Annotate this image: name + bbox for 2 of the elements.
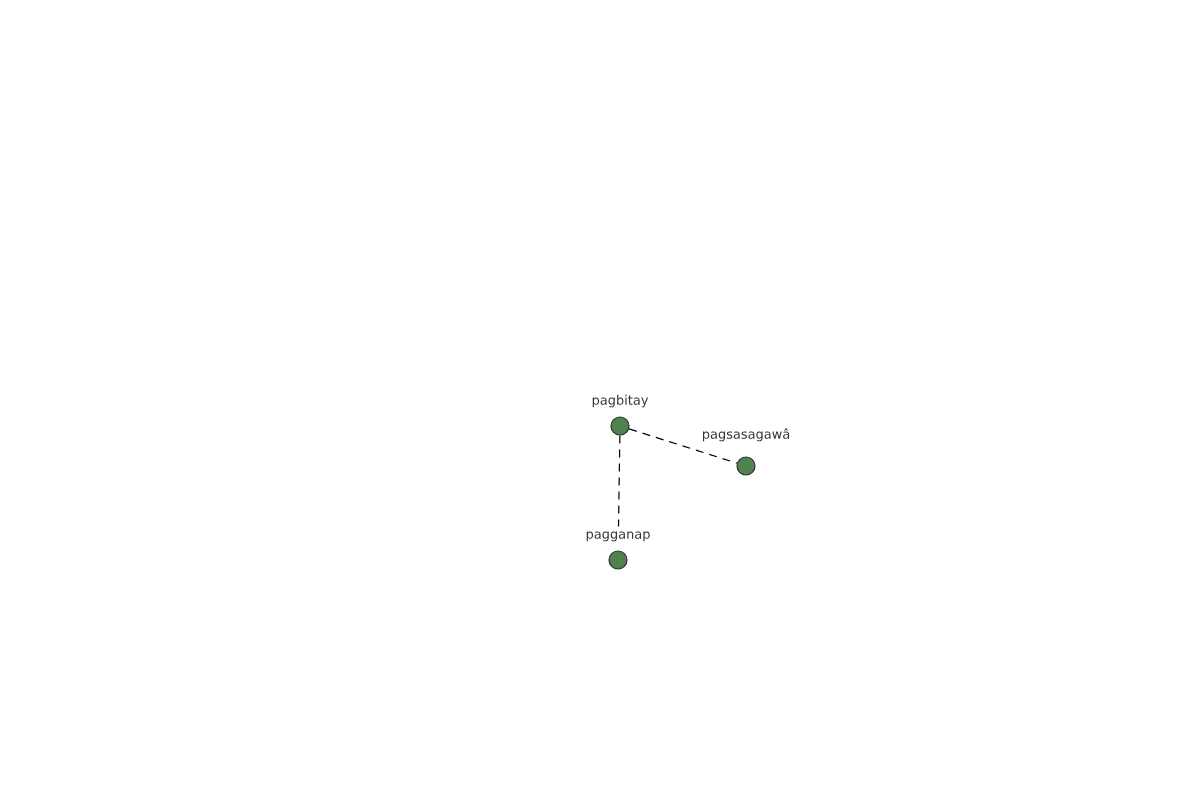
connector-line bbox=[628, 428, 738, 464]
connector-line bbox=[617, 435, 621, 527]
